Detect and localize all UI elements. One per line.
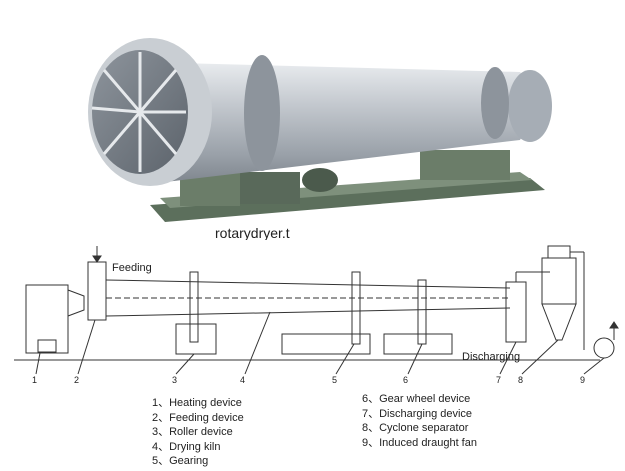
drum-top: [105, 279, 511, 289]
legend-item: 1、Heating device: [152, 397, 242, 409]
riding-ring-2: [481, 67, 509, 139]
callout-2: 2: [74, 375, 79, 385]
legend-item: 8、Cyclone separator: [362, 422, 469, 434]
motor: [302, 168, 338, 192]
gear-post: [351, 271, 361, 345]
cyclone-cone: [541, 303, 577, 341]
discharging-device-shape: [505, 281, 527, 343]
legend-item: 2、Feeding device: [152, 411, 244, 424]
legend-left: 1、Heating device 2、Feeding device 3、Roll…: [152, 396, 244, 469]
callout-3: 3: [172, 375, 177, 385]
front-spokes: [91, 52, 186, 172]
roller-post-1: [189, 271, 199, 343]
legend-item: 7、Discharging device: [362, 407, 473, 420]
riding-ring-1: [244, 55, 280, 171]
rotary-dryer-photo: rotarydryer.t: [88, 38, 552, 240]
feeding-device-shape: [87, 261, 107, 321]
legend-item: 6、Gear wheel device: [362, 393, 471, 405]
callout-4: 4: [240, 375, 245, 385]
legend-item: 3、Roller device: [152, 426, 233, 438]
fan-shape: [593, 337, 615, 359]
feeding-label: Feeding: [112, 262, 152, 274]
drum-body: [140, 62, 545, 185]
cyclone-top: [547, 245, 571, 259]
watermark: rotarydryer.t: [215, 225, 290, 240]
legend-item: 5、Gearing: [152, 455, 209, 467]
callout-5: 5: [332, 375, 337, 385]
discharging-label: Discharging: [462, 351, 520, 363]
base-frame: [150, 178, 545, 222]
drum-far-end: [508, 70, 552, 142]
heating-device-shape: [25, 284, 69, 354]
drum-bottom: [105, 307, 511, 317]
callout-6: 6: [403, 375, 408, 385]
callout-8: 8: [518, 375, 523, 385]
gear-unit: [240, 172, 300, 204]
callout-9: 9: [580, 375, 585, 385]
legend-item: 9、Induced draught fan: [362, 436, 477, 449]
legend-right: 6、Gear wheel device 7、Discharging device…: [362, 392, 477, 450]
callout-7: 7: [496, 375, 501, 385]
support-right: [420, 150, 510, 180]
legend-item: 4、Drying kiln: [152, 440, 221, 453]
callout-1: 1: [32, 375, 37, 385]
